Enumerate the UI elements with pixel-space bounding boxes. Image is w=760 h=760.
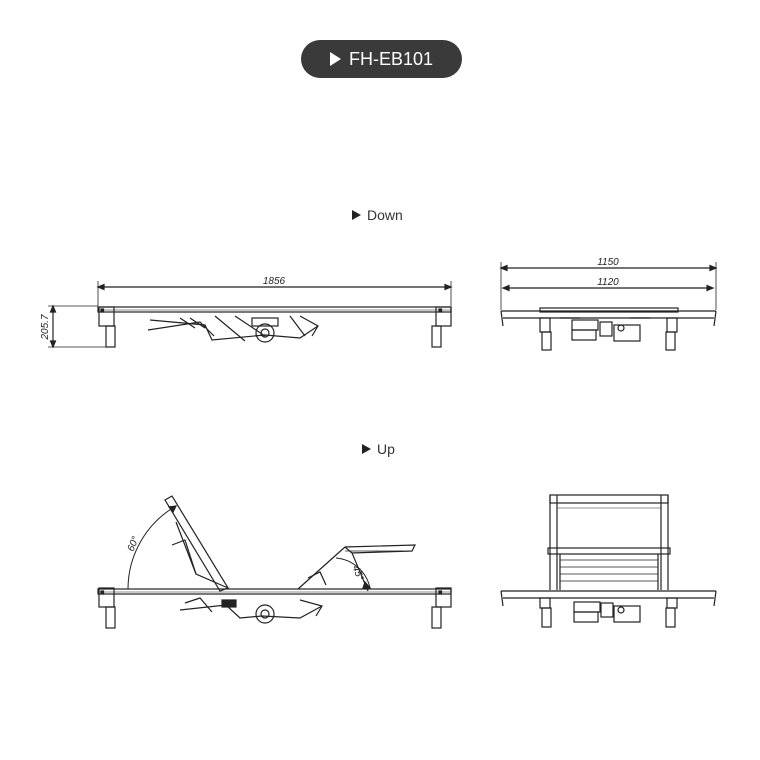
- section-label-down-text: Down: [367, 207, 403, 223]
- height-dimension: 205.7: [40, 314, 51, 340]
- play-icon: [362, 444, 371, 454]
- side-view-down: 1856 205.7: [40, 276, 453, 349]
- inner-width-dimension: 1120: [597, 277, 619, 288]
- play-icon: [352, 210, 361, 220]
- model-label: FH-EB101: [348, 48, 434, 69]
- section-label-up: Up: [362, 441, 395, 457]
- side-view-up: 60° 45°: [97, 495, 452, 629]
- end-view-up: [500, 494, 717, 628]
- length-dimension: 1856: [263, 276, 286, 287]
- play-icon: [329, 52, 341, 66]
- head-angle-label: 60°: [126, 535, 142, 553]
- foot-angle-label: 45°: [350, 564, 366, 582]
- outer-width-dimension: 1150: [597, 257, 619, 268]
- section-label-up-text: Up: [377, 441, 395, 457]
- end-view-down: 1150 1120: [499, 257, 718, 351]
- section-label-down: Down: [352, 207, 403, 223]
- model-badge: FH-EB101: [301, 40, 462, 78]
